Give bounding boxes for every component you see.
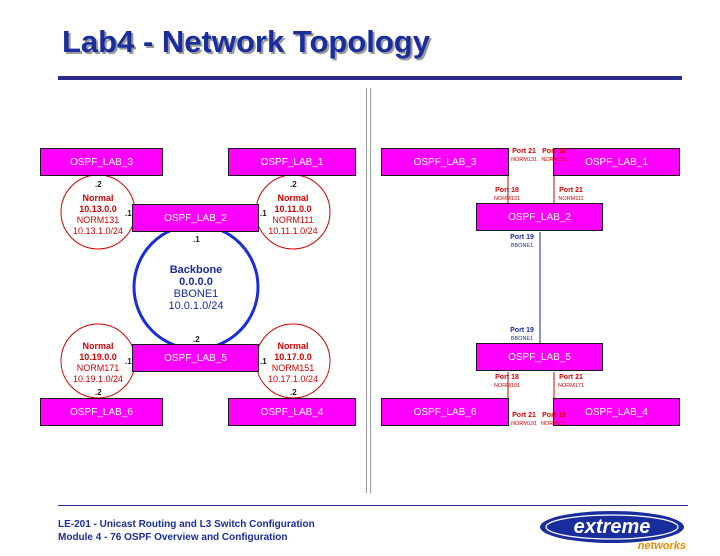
port-lab4-down: Port 18 NORM171 — [541, 412, 567, 427]
router-left-lab5[interactable]: OSPF_LAB_5 — [132, 344, 259, 372]
footer-line-2: Module 4 - 76 OSPF Overview and Configur… — [58, 532, 288, 543]
router-right-lab5[interactable]: OSPF_LAB_5 — [476, 343, 603, 371]
divider-left — [366, 88, 367, 493]
ip-a11-lab2: .1 — [260, 209, 267, 218]
page-title: Lab4 - Network Topology — [62, 24, 430, 59]
area-label-10-19: Normal 10.19.0.0 NORM171 10.19.1.0/24 — [72, 341, 124, 384]
router-left-lab3[interactable]: OSPF_LAB_3 — [40, 148, 163, 176]
port-lab5-right: Port 21 NORM171 — [558, 374, 584, 389]
footer-line-1: LE-201 - Unicast Routing and L3 Switch C… — [58, 519, 315, 530]
area-label-10-11: Normal 10.11.0.0 NORM111 10.11.1.0/24 — [268, 193, 318, 236]
port-lab5-left: Port 18 NORM191 — [494, 374, 520, 389]
logo-sub: networks — [638, 540, 686, 552]
area-label-10-13: Normal 10.13.0.0 NORM131 10.13.1.0/24 — [72, 193, 124, 236]
port-lab2-down: Port 19 BBONE1 — [510, 234, 534, 249]
footer-rule — [58, 505, 688, 506]
router-left-lab2[interactable]: OSPF_LAB_2 — [132, 204, 259, 232]
port-lab2-left: Port 18 NORM131 — [494, 187, 520, 202]
area-label-backbone: Backbone 0.0.0.0 BBONE1 10.0.1.0/24 — [168, 264, 224, 312]
port-lab1-up: Port 18 NORM111 — [541, 148, 567, 163]
router-right-lab3[interactable]: OSPF_LAB_3 — [381, 148, 509, 176]
ip-a17-bottom: .2 — [290, 388, 297, 397]
ip-a17-lab5: .1 — [260, 357, 267, 366]
port-lab3-up: Port 21 NORM131 — [511, 148, 537, 163]
divider-right — [370, 88, 371, 493]
port-lab2-right: Port 21 NORM111 — [558, 187, 584, 202]
router-right-lab1[interactable]: OSPF_LAB_1 — [553, 148, 680, 176]
ip-a19-bottom: .2 — [95, 388, 102, 397]
ip-a13-lab2: .1 — [125, 209, 132, 218]
router-right-lab4[interactable]: OSPF_LAB_4 — [553, 398, 680, 426]
logo-word: extreme — [574, 516, 651, 538]
router-right-lab2[interactable]: OSPF_LAB_2 — [476, 203, 603, 231]
title-underline — [58, 76, 682, 80]
ip-a13-top: .2 — [95, 180, 102, 189]
router-left-lab1[interactable]: OSPF_LAB_1 — [228, 148, 356, 176]
router-left-lab6[interactable]: OSPF_LAB_6 — [40, 398, 163, 426]
ip-bb-lab2: .1 — [193, 235, 200, 244]
extreme-networks-logo: extreme networks — [540, 511, 686, 552]
router-left-lab4[interactable]: OSPF_LAB_4 — [228, 398, 356, 426]
port-lab6-down: Port 21 NORM191 — [511, 412, 537, 427]
area-label-10-17: Normal 10.17.0.0 NORM151 10.17.1.0/24 — [267, 341, 319, 384]
footer-text: LE-201 - Unicast Routing and L3 Switch C… — [58, 518, 315, 544]
router-right-lab6[interactable]: OSPF_LAB_6 — [381, 398, 509, 426]
ip-a11-top: .2 — [290, 180, 297, 189]
ip-bb-lab5: .2 — [193, 335, 200, 344]
ip-a19-lab5: .1 — [125, 357, 132, 366]
port-lab5-up: Port 19 BBONE1 — [510, 327, 534, 342]
